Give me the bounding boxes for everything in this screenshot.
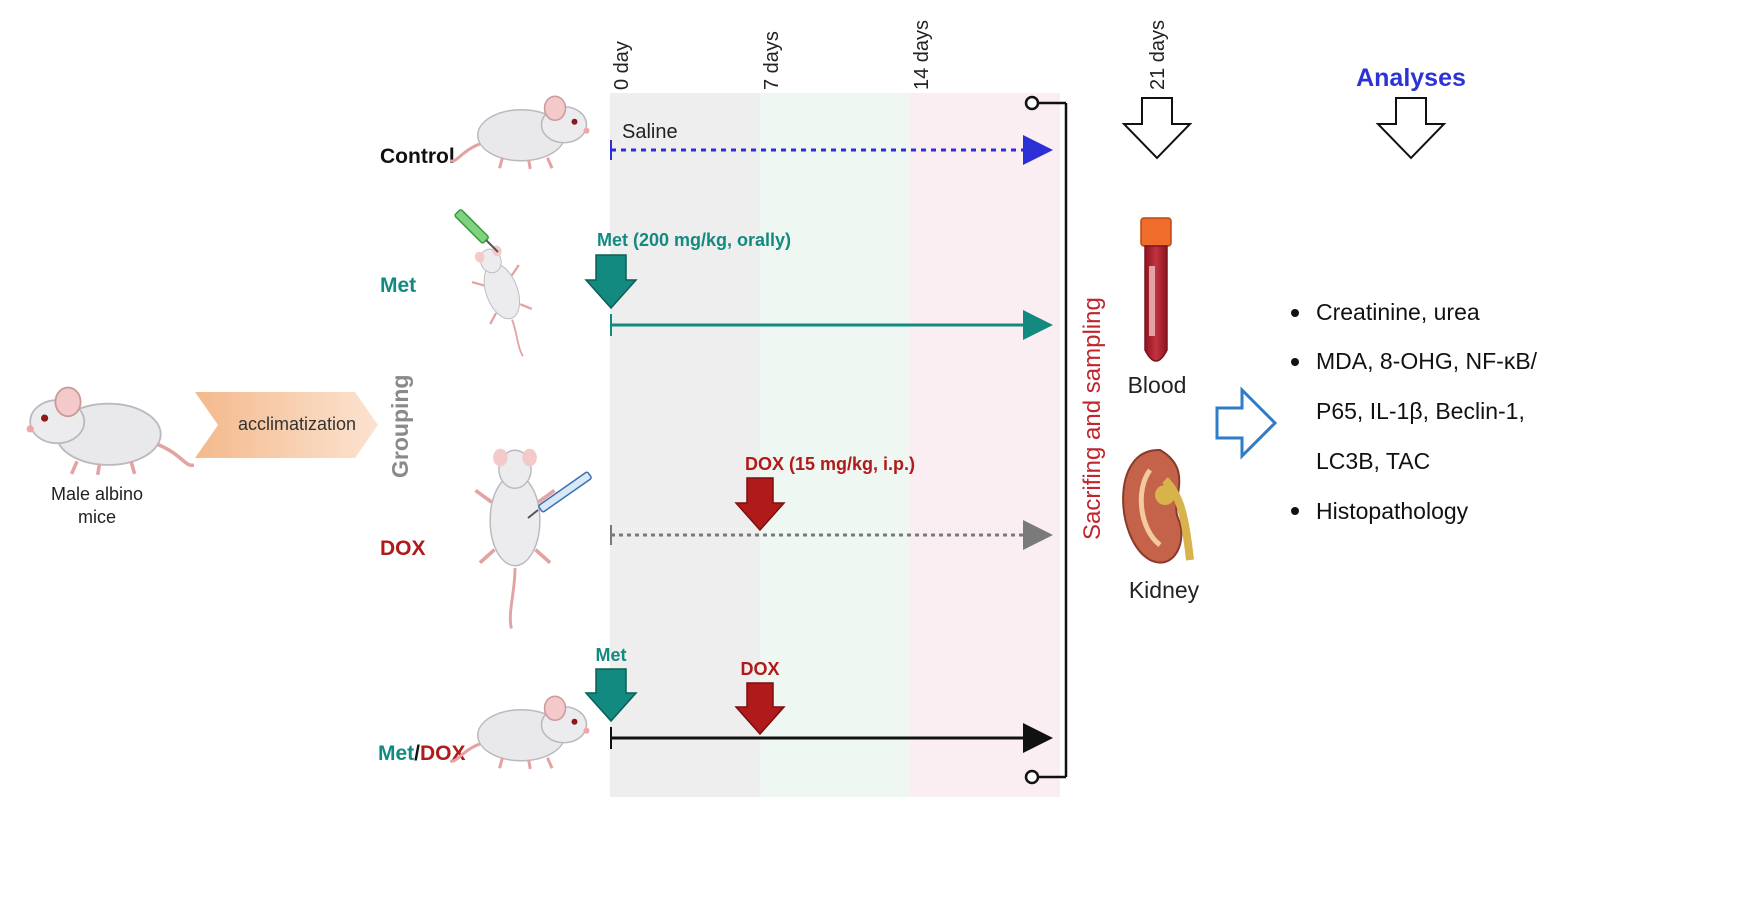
sacrifice-label: Sacrifing and sampling (1079, 297, 1106, 540)
bullet (1291, 358, 1299, 366)
day14-label: 14 days (911, 20, 933, 90)
day7-label: 7 days (761, 31, 783, 90)
blood-tube-icon (1140, 217, 1172, 362)
kidney-icon (1122, 448, 1194, 564)
kidney-label: Kidney (1129, 577, 1200, 603)
mouse-icon (24, 385, 194, 477)
group-control-label: Control (380, 145, 455, 168)
down-arrow-icon (584, 254, 638, 310)
down-arrow-icon (1121, 97, 1193, 160)
day21-label: 21 days (1147, 20, 1169, 90)
syringe-icon (454, 209, 499, 253)
down-arrow-icon (1375, 97, 1447, 160)
analyses-line5: Histopathology (1316, 498, 1469, 524)
saline-label: Saline (622, 121, 678, 143)
down-arrow-icon (734, 682, 786, 736)
sacrifice-bracket (1024, 95, 1068, 785)
band-day14-21 (910, 93, 1060, 797)
analyses-line2: MDA, 8-OHG, NF-κB/ (1316, 348, 1538, 374)
analyses-line1: Creatinine, urea (1316, 299, 1480, 325)
group-met-label: Met (380, 274, 416, 297)
down-arrow-icon (584, 668, 638, 723)
mouse-icon (461, 238, 551, 366)
bullet (1291, 507, 1299, 515)
down-arrow-icon (734, 477, 786, 532)
mouse-label-line1: Male albino (51, 484, 143, 504)
mouse-icon (450, 694, 592, 771)
mouse-icon (450, 94, 592, 171)
analyses-line3: P65, IL-1β, Beclin-1, (1316, 398, 1525, 424)
blood-label: Blood (1128, 372, 1187, 398)
analyses-title: Analyses (1356, 64, 1466, 92)
band-day0-7 (610, 93, 760, 797)
acclimatization-label: acclimatization (238, 414, 356, 434)
grouping-label: Grouping (387, 375, 413, 478)
mouse-label-line2: mice (78, 507, 116, 527)
analyses-line4: LC3B, TAC (1316, 448, 1430, 474)
right-arrow-icon (1215, 386, 1278, 460)
group-dox-label: DOX (380, 537, 426, 560)
dox-dose-label: DOX (15 mg/kg, i.p.) (745, 454, 915, 474)
mouse-icon (473, 446, 557, 630)
bullet (1291, 309, 1299, 317)
met-dose-label: Met (200 mg/kg, orally) (597, 230, 791, 250)
group-metdox-slash: / (414, 742, 420, 765)
day0-label: 0 day (611, 41, 633, 90)
acclimatization-chevron (195, 392, 378, 458)
band-day7-14 (760, 93, 910, 797)
syringe-icon (527, 471, 592, 519)
combo-dox-label: DOX (740, 659, 779, 679)
group-metdox-met: Met (378, 742, 414, 765)
combo-met-label: Met (596, 645, 627, 665)
group-metdox-dox: DOX (420, 742, 466, 765)
